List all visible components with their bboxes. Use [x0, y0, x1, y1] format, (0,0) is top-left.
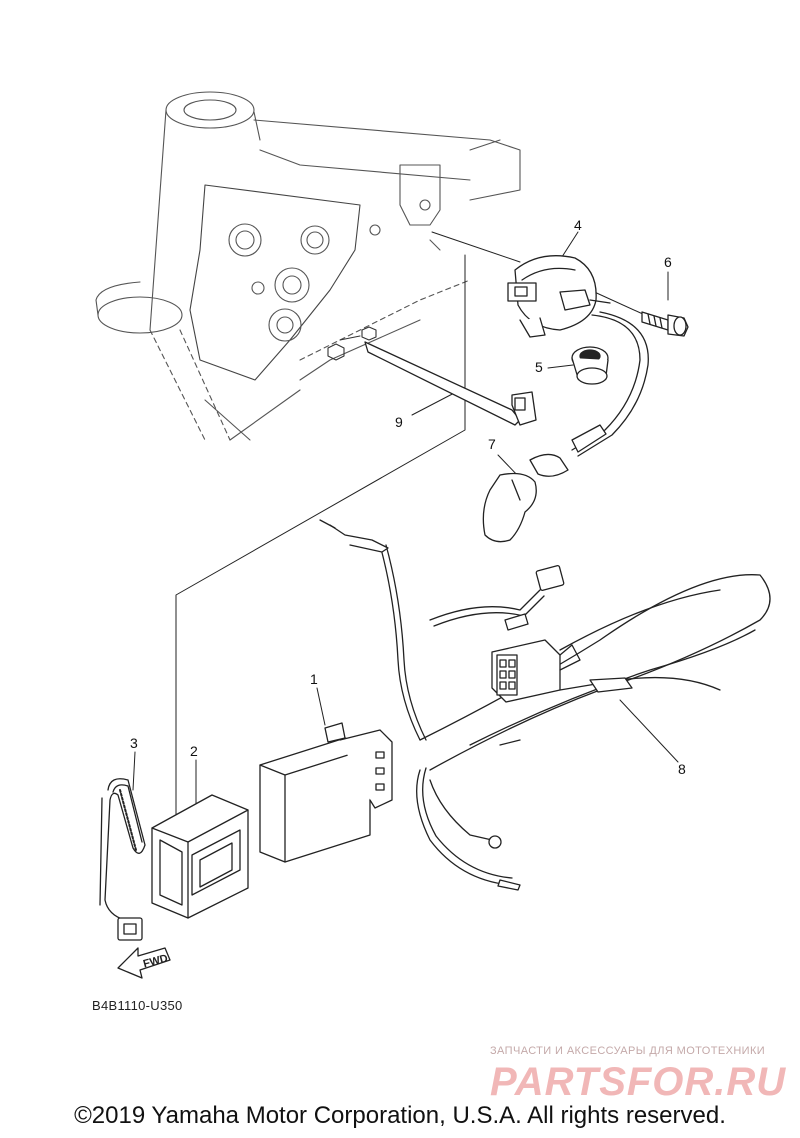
part-8-wire-harness [319, 519, 771, 891]
watermark-tagline: ЗАПЧАСТИ И АКСЕССУАРЫ ДЛЯ МОТОТЕХНИКИ [490, 1045, 766, 1057]
leader-lines [132, 231, 679, 891]
callout-2: 2 [190, 743, 198, 759]
part-7-plug-cap [482, 311, 649, 543]
part-2-holder [151, 794, 249, 919]
part-5-grommet [571, 346, 609, 385]
callout-8: 8 [678, 761, 686, 777]
part-6-bolt [641, 311, 689, 337]
watermark-brand: PARTSFOR.RU [490, 1060, 787, 1104]
part-1-cdi-unit [259, 722, 393, 863]
callout-9: 9 [395, 414, 403, 430]
callout-1: 1 [310, 671, 318, 687]
callout-3: 3 [130, 735, 138, 751]
callout-7: 7 [488, 436, 496, 452]
part-3-band [99, 778, 146, 941]
callout-4: 4 [574, 217, 582, 233]
frame-outline [95, 91, 521, 441]
callout-5: 5 [535, 359, 543, 375]
frame-bolts [327, 326, 377, 361]
callout-6: 6 [664, 254, 672, 270]
diagram-code: B4B1110-U350 [92, 998, 183, 1013]
part-9-lead [364, 341, 537, 426]
part-4-ignition-coil [507, 255, 611, 338]
fwd-arrow-icon: FWD [117, 947, 171, 979]
copyright-text: ©2019 Yamaha Motor Corporation, U.S.A. A… [74, 1102, 726, 1129]
